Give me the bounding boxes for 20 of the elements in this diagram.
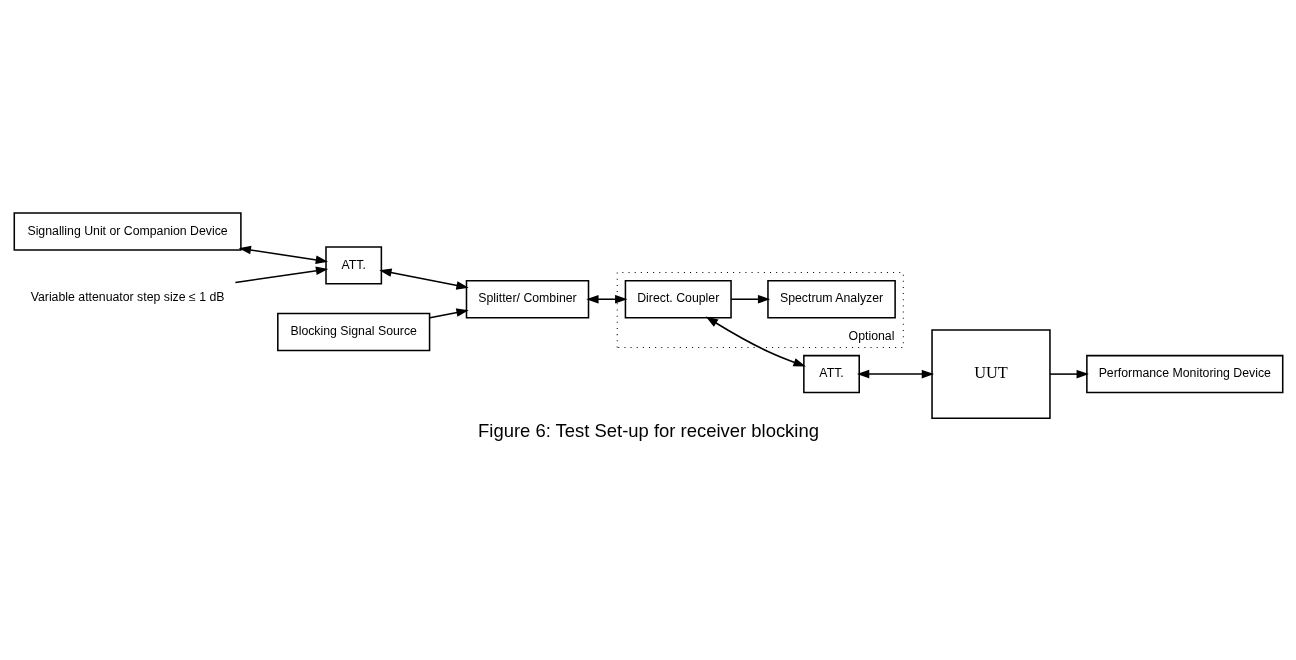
- node-box: ATT.: [324, 246, 382, 285]
- arrow: [856, 369, 934, 379]
- arrow: [730, 294, 770, 304]
- node-box: ATT.: [802, 354, 860, 394]
- arrow: [234, 266, 328, 284]
- arrow: [428, 308, 469, 319]
- node-box: UUT: [930, 329, 1051, 419]
- arrow: [705, 316, 806, 367]
- node-box: Signalling Unit or Companion Device: [13, 212, 242, 251]
- caption: Figure 6: Test Set-up for receiver blocking: [477, 420, 819, 442]
- node-box: Spectrum Analyzer: [766, 280, 896, 319]
- arrow: [378, 268, 469, 290]
- arrow: [238, 245, 328, 265]
- arrow: [585, 294, 627, 304]
- node-box: Splitter/ Combiner: [465, 280, 589, 319]
- arrow: [1048, 369, 1089, 379]
- node-box: Performance Monitoring Device: [1085, 354, 1283, 394]
- node-box: Direct. Coupler: [624, 280, 732, 319]
- node-box: Blocking Signal Source: [276, 312, 430, 352]
- node-text: Variable attenuator step size ≤ 1 dB: [30, 290, 224, 305]
